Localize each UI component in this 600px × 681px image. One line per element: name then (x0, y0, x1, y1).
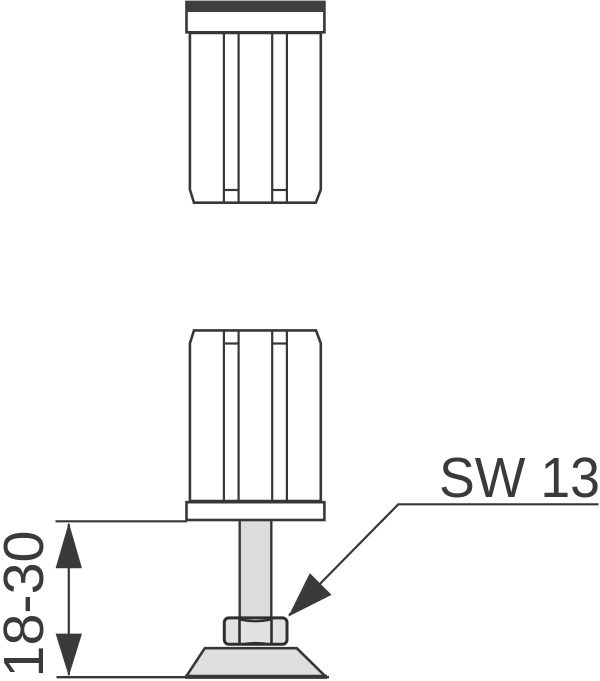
svg-text:18-30: 18-30 (0, 531, 56, 678)
svg-text:SW 13: SW 13 (439, 446, 600, 510)
